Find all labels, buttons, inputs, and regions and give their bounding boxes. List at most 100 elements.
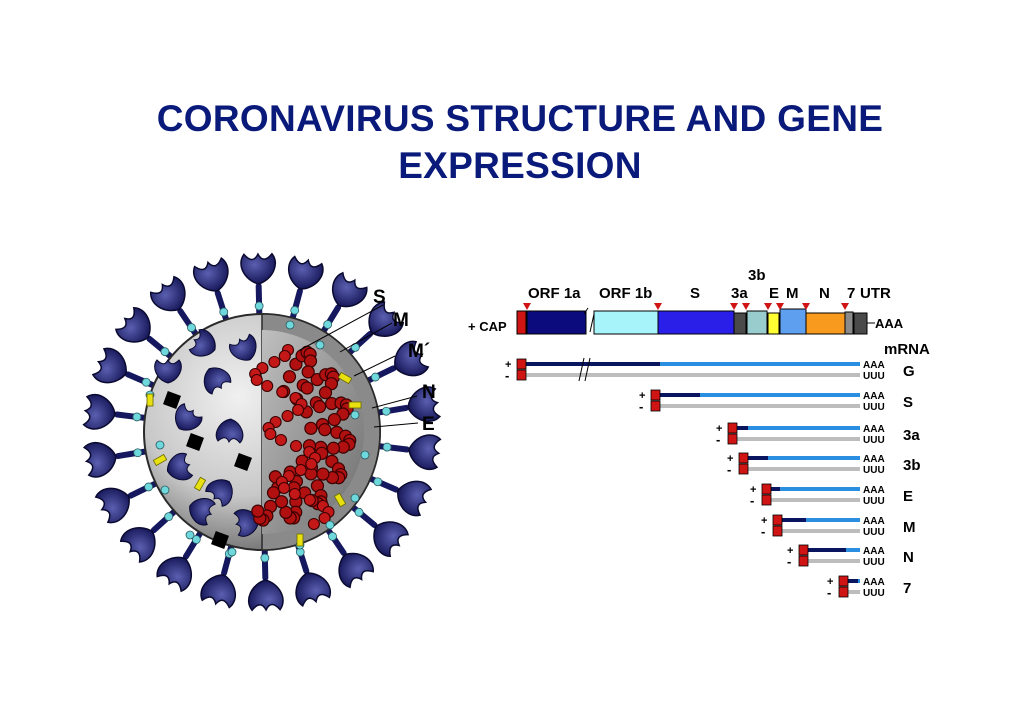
e-protein [296, 533, 304, 547]
poly-u: UUU [863, 465, 885, 476]
m-protein-dot [133, 448, 143, 458]
label-3a: 3a [731, 285, 748, 302]
poly-u: UUU [863, 588, 885, 599]
spike-head [119, 527, 156, 563]
label-orf1b: ORF 1b [599, 285, 652, 302]
poly-a: AAA [863, 360, 885, 371]
n-protein-bead [313, 400, 327, 414]
m-protein-dot [370, 372, 380, 382]
m-protein-dot [132, 412, 142, 422]
envelope-surface [154, 329, 260, 549]
spike-head [94, 487, 130, 524]
cap-plus [516, 358, 527, 370]
n-protein-bead [274, 433, 288, 447]
poly-u: UUU [863, 435, 885, 446]
n-protein-bead [277, 481, 291, 495]
trs-marker [776, 303, 784, 310]
n-protein-bead [268, 355, 281, 369]
membrane-proteins [145, 320, 370, 557]
polya-label: AAA [875, 316, 904, 331]
minus-sign: - [505, 368, 509, 383]
trs-marker [841, 303, 849, 310]
spike-head [192, 257, 229, 292]
spike-head [91, 347, 127, 384]
cap-minus [516, 369, 527, 381]
cap-plus [838, 575, 849, 587]
spike-head [338, 552, 374, 589]
n-protein-bead [327, 412, 341, 427]
m-protein-dot [373, 477, 383, 487]
surface-spike-head [175, 403, 203, 431]
gene-e [767, 312, 780, 335]
m-protein-dot [254, 301, 264, 311]
m-protein-dot [382, 442, 392, 452]
label-n: N [422, 382, 436, 403]
n-protein-bead [288, 487, 301, 501]
transcript-name: G [903, 363, 915, 380]
surface-spike-head [188, 329, 216, 357]
gene-utr [853, 312, 868, 335]
n-protein-bead [261, 379, 274, 393]
spike-head [394, 340, 430, 377]
n-protein-bead [281, 409, 294, 423]
poly-a: AAA [863, 546, 885, 557]
trs-markers [523, 303, 849, 310]
trs-marker [523, 303, 531, 310]
plus-sign: + [787, 545, 793, 557]
label-3b: 3b [748, 267, 766, 284]
label-utr: UTR [860, 285, 891, 302]
cap-minus [727, 433, 738, 445]
plus-sign: + [761, 515, 767, 527]
poly-u: UUU [863, 557, 885, 568]
spike-head [397, 480, 433, 517]
m-protein-dot [260, 553, 270, 563]
cap-label: + CAP [468, 319, 507, 334]
cap-minus [738, 463, 749, 475]
label-gene-n: N [819, 285, 830, 302]
n-protein-bead [274, 495, 289, 509]
surface-pore [163, 391, 181, 409]
gene-3b [746, 310, 768, 335]
e-protein [152, 453, 168, 467]
label-gene-s: S [690, 285, 700, 302]
trs-marker [742, 303, 750, 310]
cap-minus [772, 525, 783, 537]
e-protein [337, 371, 353, 385]
surface-spike-head [189, 498, 216, 526]
spike-head [82, 441, 117, 478]
gene-m [779, 308, 807, 335]
poly-a: AAA [863, 485, 885, 496]
minus-sign: - [750, 493, 754, 508]
spike-head [407, 386, 442, 423]
plus-sign: + [827, 576, 833, 588]
surface-pore [211, 531, 229, 549]
n-protein-bead [282, 370, 297, 384]
surface-spike-head [233, 509, 260, 537]
e-protein [348, 401, 362, 409]
cap-plus [738, 452, 749, 464]
poly-a: AAA [863, 391, 885, 402]
m-protein-dot [144, 482, 154, 492]
minus-sign: - [761, 524, 765, 539]
surface-spike-head [166, 452, 194, 481]
poly-a: AAA [863, 424, 885, 435]
cap-box [516, 310, 527, 335]
spike-head [115, 306, 151, 343]
surface-spike-head [203, 367, 232, 395]
poly-a: AAA [863, 454, 885, 465]
transcript-name: 3a [903, 427, 920, 444]
surface-spike-head [205, 479, 233, 507]
n-protein-bead [316, 467, 330, 481]
gene-orf1a [526, 310, 587, 335]
cap-plus [772, 514, 783, 526]
n-protein-bead [307, 517, 320, 531]
n-protein-bead [301, 365, 315, 379]
n-protein-bead [304, 421, 318, 435]
m-protein-dot [328, 532, 337, 541]
